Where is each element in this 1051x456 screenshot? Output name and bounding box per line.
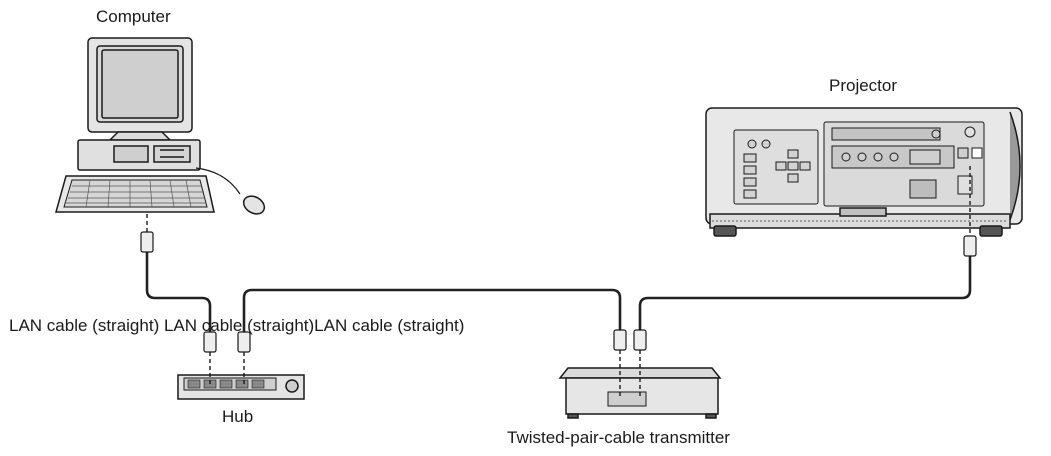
lan-cable-label: LAN cable (straight) LAN cable (straight… bbox=[9, 316, 465, 335]
computer-device bbox=[55, 37, 266, 215]
transmitter-label: Twisted-pair-cable transmitter bbox=[507, 428, 730, 447]
desktop-base-icon bbox=[77, 139, 201, 171]
projector-terminal-panel bbox=[823, 121, 985, 207]
hub-label: Hub bbox=[222, 407, 254, 426]
plug-transmitter-left bbox=[613, 329, 627, 351]
plug-transmitter-right bbox=[633, 329, 647, 351]
cable-computer-hub bbox=[145, 248, 212, 334]
transmitter-device bbox=[558, 367, 722, 419]
lan-cables bbox=[145, 248, 972, 334]
hub-device bbox=[177, 374, 305, 400]
mouse-icon bbox=[195, 167, 266, 215]
cable-transmitter-projector bbox=[638, 252, 972, 332]
plug-projector bbox=[963, 235, 977, 257]
plug-computer bbox=[140, 231, 154, 253]
projector-control-panel bbox=[733, 129, 819, 205]
cable-connectors bbox=[140, 231, 977, 353]
monitor-icon bbox=[87, 37, 193, 141]
computer-label: Computer bbox=[96, 7, 171, 26]
plug-hub-right bbox=[237, 331, 251, 353]
insertion-guides bbox=[146, 166, 971, 398]
keyboard-icon bbox=[55, 175, 215, 213]
projector-label: Projector bbox=[829, 76, 898, 95]
projector-device bbox=[705, 107, 1023, 237]
cable-hub-transmitter bbox=[242, 288, 622, 334]
plug-hub-left bbox=[203, 331, 217, 353]
